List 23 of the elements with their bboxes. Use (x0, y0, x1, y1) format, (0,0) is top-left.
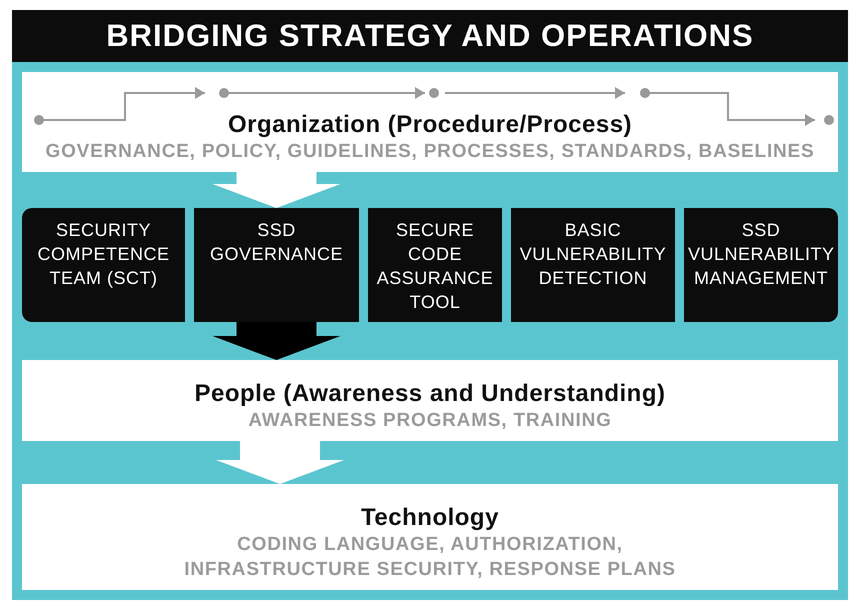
component-label: SECURE CODE ASSURANCE TOOL (376, 219, 494, 314)
component-label: SECURITY COMPETENCE TEAM (SCT) (36, 219, 170, 290)
arrow (216, 441, 344, 484)
component-label: BASIC VULNERABILITY DETECTION (518, 219, 668, 290)
layer-band (22, 484, 838, 590)
title-banner: BRIDGING STRATEGY AND OPERATIONS (12, 10, 848, 62)
layer-description: GOVERNANCE, POLICY, GUIDELINES, PROCESSES, STANDARDS, BASELINES (46, 140, 814, 164)
layer-heading: Technology (361, 504, 499, 532)
layer-heading: People (Awareness and Understanding) (194, 380, 666, 408)
layer-description: CODING LANGUAGE, AUTHORIZATION, INFRASTRUCTURE SECURITY, RESPONSE PLANS (183, 533, 677, 582)
layer-heading: Organization (Procedure/Process) (228, 111, 632, 139)
component-box (22, 208, 185, 322)
layer-band (22, 72, 838, 172)
component-label: SSD GOVERNANCE (208, 219, 344, 266)
layer-description: AWARENESS PROGRAMS, TRAINING (248, 409, 612, 433)
component-label: SSD VULNERABILITY MANAGEMENT (687, 219, 836, 290)
arrow (212, 172, 340, 208)
arrow (212, 322, 340, 360)
component-box (194, 208, 359, 322)
component-box (684, 208, 838, 322)
component-box (368, 208, 502, 322)
component-box (511, 208, 675, 322)
layer-band (22, 360, 838, 441)
